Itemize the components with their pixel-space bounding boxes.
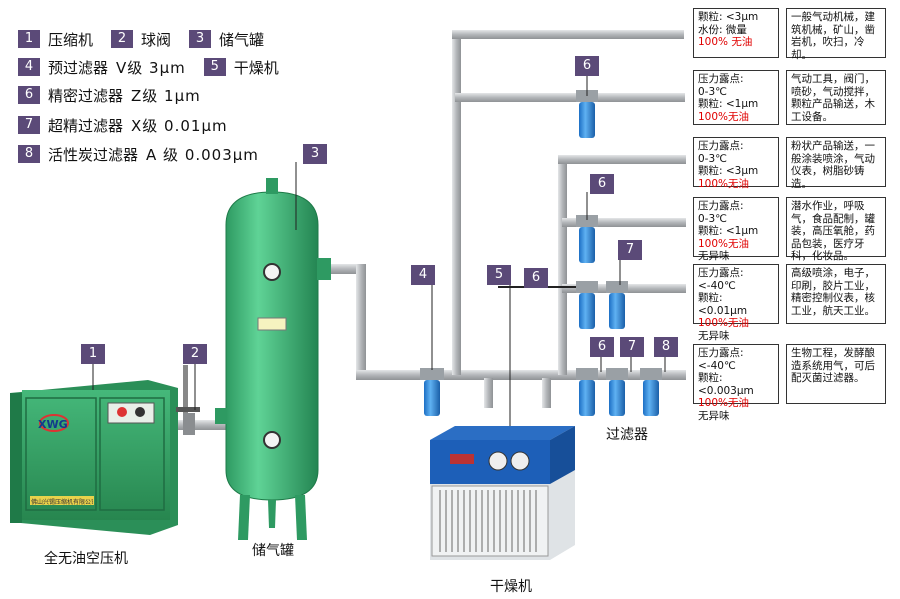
application-box-1: 一般气动机械，建筑机械，矿山，凿岩机，吹扫，冷却。 xyxy=(786,8,886,61)
filter-row2 xyxy=(576,215,598,263)
application-box-3: 粉状产品输送，一般涂装喷涂，气动仪表，树脂砂铸造。 xyxy=(786,137,886,190)
caption-filters: 过滤器 xyxy=(606,427,648,443)
tag-prefilter: 4 xyxy=(411,265,435,285)
application-box-2: 气动工具，阀门，喷砂，气动搅拌，颗粒产品输送，木工设备。 xyxy=(786,70,886,125)
compressor-unit xyxy=(10,380,178,535)
dryer-unit xyxy=(430,426,575,560)
tag-dryer: 5 xyxy=(487,265,511,285)
compressor-brand: XWG xyxy=(38,418,68,431)
application-box-5: 高级喷涂，电子，印刷，胶片工业，精密控制仪表，核工业，航天工业。 xyxy=(786,264,886,324)
tag-compressor: 1 xyxy=(81,344,105,364)
tag-filter-6-row4: 6 xyxy=(590,337,614,357)
tag-tank: 3 xyxy=(303,144,327,164)
tag-filter-6-row3: 6 xyxy=(524,268,548,288)
ball-valve xyxy=(176,407,200,435)
tag-filter-6-row2: 6 xyxy=(590,174,614,194)
tag-leader-lines xyxy=(92,75,666,426)
filter-prefilter xyxy=(420,368,444,416)
tag-filter-6-row1: 6 xyxy=(575,56,599,76)
application-box-4: 潜水作业，呼吸气，食品配制，罐装，高压氧舱，药品包装，医疗牙科，化妆品。 xyxy=(786,197,886,262)
filter-row1 xyxy=(576,90,598,138)
filter-row3 xyxy=(576,281,628,329)
caption-compressor: 全无油空压机 xyxy=(44,551,128,567)
tag-filter-7-row3: 7 xyxy=(618,240,642,260)
tag-filter-7-row4: 7 xyxy=(620,337,644,357)
application-box-6: 生物工程，发酵酿造系统用气，可后配灭菌过滤器。 xyxy=(786,344,886,404)
caption-dryer: 干燥机 xyxy=(490,579,532,595)
caption-tank: 储气罐 xyxy=(252,543,294,559)
compressor-maker-plate: 佛山兴锡压缩机有限公司 xyxy=(31,499,93,506)
air-tank xyxy=(215,178,331,540)
tag-valve: 2 xyxy=(183,344,207,364)
filter-row4 xyxy=(576,368,662,416)
tag-filter-8-row4: 8 xyxy=(654,337,678,357)
